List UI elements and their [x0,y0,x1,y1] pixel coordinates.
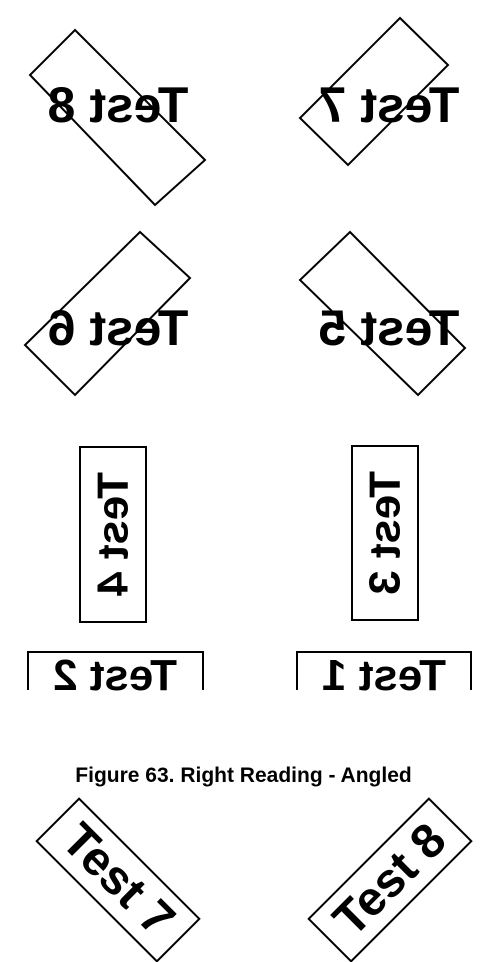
angled-label-box [35,797,201,962]
horizontal-label-box [27,651,204,690]
sample-lower-right: Test 8 [307,797,473,962]
sample-label: Test 2 [53,651,177,700]
sample-label: Test 4 [89,472,138,596]
figure-caption: Figure 63. Right Reading - Angled [75,764,412,787]
sample-upper-row2-right: Test 5 [298,230,467,397]
sample-label: Test 5 [319,300,460,356]
sample-label: Test 6 [48,300,189,356]
angled-label-box [298,16,450,167]
angled-label-box [307,797,473,962]
vertical-label-box [351,445,419,621]
angled-label-box [298,230,467,397]
sample-lower-left: Test 7 [35,797,201,962]
sample-upper-row4-left: Test 2 [27,651,204,700]
sample-label: Test 3 [361,471,410,595]
sample-label: Test 8 [48,77,189,133]
sample-label: Test 7 [319,77,460,133]
vertical-label-box [79,446,147,623]
sample-upper-row1-left: Test 8 [28,28,207,207]
sample-label: Test 1 [322,651,446,700]
sample-label: Test 8 [323,813,456,946]
sample-upper-row1-right: Test 7 [298,16,460,167]
sample-label: Test 7 [51,813,184,946]
sample-upper-row3-right: Test 3 [351,445,419,621]
angled-label-box [23,230,192,397]
sample-upper-row3-left: Test 4 [79,446,147,623]
sample-upper-row2-left: Test 6 [23,230,192,397]
angled-label-box [28,28,207,207]
sample-upper-row4-right: Test 1 [296,651,472,700]
horizontal-label-box [296,651,472,690]
